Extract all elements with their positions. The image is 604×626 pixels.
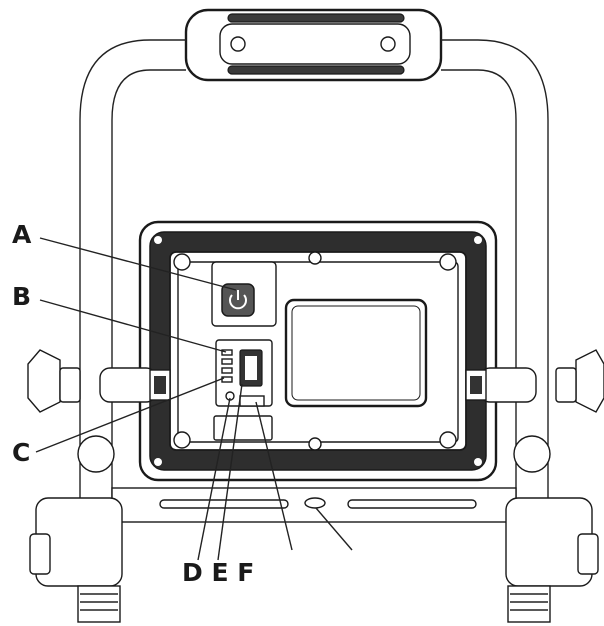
leader-f bbox=[255, 401, 293, 551]
control-module bbox=[211, 261, 277, 441]
callout-a: A bbox=[12, 220, 32, 249]
battery-level-leds bbox=[221, 349, 233, 383]
leader-c bbox=[35, 377, 225, 453]
screw-icon bbox=[173, 253, 191, 271]
callout-def: D E F bbox=[182, 558, 255, 587]
left-adjustment-knob[interactable] bbox=[27, 349, 61, 413]
hinge-left bbox=[27, 349, 171, 413]
right-foot bbox=[505, 435, 599, 623]
screw-icon bbox=[439, 253, 457, 271]
carry-handle-grip bbox=[184, 8, 443, 82]
charging-port[interactable] bbox=[239, 395, 265, 407]
screw-icon bbox=[308, 251, 322, 265]
leader-a bbox=[39, 237, 237, 291]
callout-b: B bbox=[12, 282, 32, 311]
power-icon bbox=[229, 290, 247, 310]
mounting-hole bbox=[304, 497, 326, 509]
stand-frame bbox=[79, 39, 549, 560]
screw-icon bbox=[308, 437, 322, 451]
leader-d bbox=[197, 397, 231, 561]
screw-icon bbox=[173, 431, 191, 449]
screw-icon bbox=[380, 36, 396, 52]
callout-c: C bbox=[12, 438, 31, 467]
hinge-right bbox=[465, 349, 604, 413]
left-foot bbox=[29, 435, 123, 623]
screw-icon bbox=[439, 431, 457, 449]
leader-lines bbox=[35, 237, 353, 561]
bottom-crossbar bbox=[111, 487, 517, 523]
screw-icon bbox=[230, 36, 246, 52]
label-window bbox=[284, 298, 428, 408]
leader-e bbox=[217, 383, 243, 561]
leader-b bbox=[39, 299, 227, 353]
right-adjustment-knob[interactable] bbox=[575, 349, 604, 413]
leader-mount bbox=[315, 507, 353, 551]
